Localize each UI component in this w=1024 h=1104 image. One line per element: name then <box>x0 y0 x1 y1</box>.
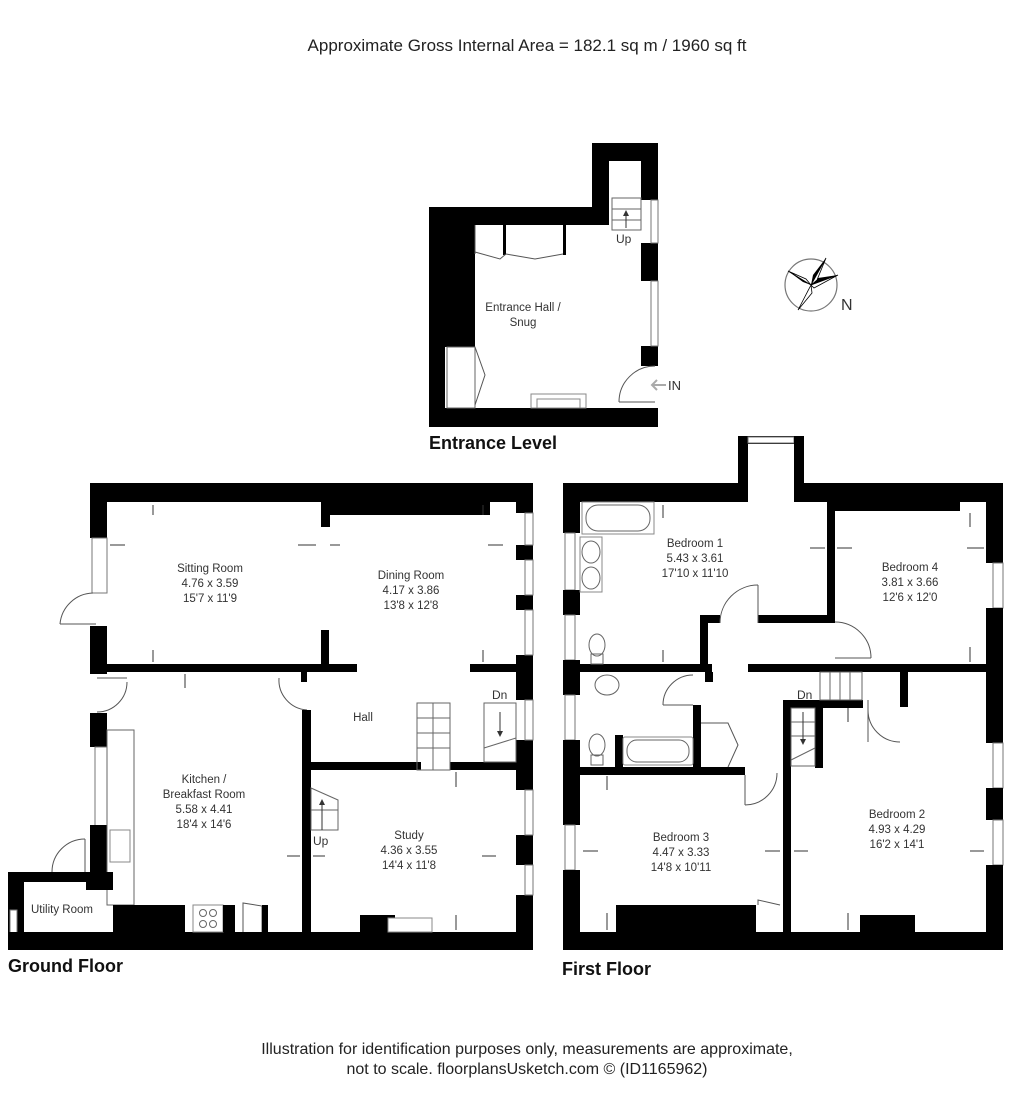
room-name-snug: Snug <box>510 317 537 329</box>
stairs-up-label: Up <box>616 232 632 246</box>
room-name-sitting-room: Sitting Room <box>177 563 243 575</box>
room-metric-bedroom-1: 5.43 x 3.61 <box>667 553 724 565</box>
room-name-breakfast-room: Breakfast Room <box>163 789 245 801</box>
room-name-hall: Hall <box>353 712 373 724</box>
first-floor-plan <box>563 436 1004 950</box>
room-metric-dining-room: 4.17 x 3.86 <box>383 585 440 597</box>
first-floor-label: First Floor <box>562 959 651 979</box>
room-name-dining-room: Dining Room <box>378 570 444 582</box>
ground-floor-label: Ground Floor <box>8 956 123 976</box>
room-name-entrance-hall: Entrance Hall / <box>485 302 561 314</box>
entry-label: IN <box>668 378 681 393</box>
disclaimer-line-2: not to scale. floorplansUsketch.com © (I… <box>346 1061 708 1078</box>
compass-north-label: N <box>841 297 853 314</box>
room-metric-kitchen: 5.58 x 4.41 <box>176 804 233 816</box>
compass-rose-icon <box>784 257 839 312</box>
gross-area-title: Approximate Gross Internal Area = 182.1 … <box>307 36 747 55</box>
entrance-level-label: Entrance Level <box>429 433 557 453</box>
stairs-down-label-ground: Dn <box>492 688 507 702</box>
room-imperial-kitchen: 18'4 x 14'6 <box>177 819 232 831</box>
room-imperial-study: 14'4 x 11'8 <box>382 860 436 872</box>
room-metric-sitting-room: 4.76 x 3.59 <box>182 578 239 590</box>
room-metric-study: 4.36 x 3.55 <box>381 845 438 857</box>
stairs-up-label-ground: Up <box>313 834 329 848</box>
room-name-study: Study <box>394 830 424 842</box>
ground-floor-plan <box>8 483 534 950</box>
room-name-bedroom-3: Bedroom 3 <box>653 832 709 844</box>
room-name-bedroom-2: Bedroom 2 <box>869 809 925 821</box>
room-imperial-bedroom-4: 12'6 x 12'0 <box>883 592 938 604</box>
room-metric-bedroom-4: 3.81 x 3.66 <box>882 577 939 589</box>
room-imperial-bedroom-1: 17'10 x 11'10 <box>662 568 729 580</box>
stairs-down-label-first: Dn <box>797 688 812 702</box>
disclaimer-line-1: Illustration for identification purposes… <box>261 1041 793 1058</box>
room-name-kitchen: Kitchen / <box>182 774 228 786</box>
room-imperial-bedroom-3: 14'8 x 10'11 <box>651 862 711 874</box>
room-imperial-dining-room: 13'8 x 12'8 <box>384 600 439 612</box>
disclaimer-footer: Illustration for identification purposes… <box>0 1040 1024 1080</box>
room-metric-bedroom-3: 4.47 x 3.33 <box>653 847 710 859</box>
room-name-bedroom-4: Bedroom 4 <box>882 562 939 574</box>
room-imperial-sitting-room: 15'7 x 11'9 <box>183 593 237 605</box>
room-name-bedroom-1: Bedroom 1 <box>667 538 723 550</box>
room-metric-bedroom-2: 4.93 x 4.29 <box>869 824 926 836</box>
room-imperial-bedroom-2: 16'2 x 14'1 <box>870 839 925 851</box>
room-name-utility-room: Utility Room <box>31 904 93 916</box>
entrance-level-plan <box>429 143 666 427</box>
